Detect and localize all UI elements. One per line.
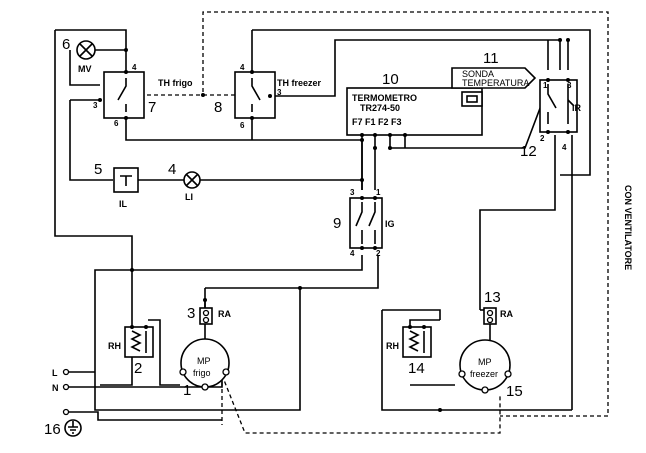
il-label: IL bbox=[119, 199, 128, 209]
th-freezer-pin-right: 3 bbox=[277, 88, 282, 97]
ig-number: 9 bbox=[333, 215, 341, 232]
thermometer-pins: F7 F1 F2 F3 bbox=[352, 117, 402, 127]
th-frigo-switch: 4 3 6 7 TH frigo bbox=[93, 63, 193, 128]
rh-frigo-label: RH bbox=[108, 341, 121, 351]
th-freezer-switch: 4 3 6 8 TH freezer bbox=[214, 63, 322, 130]
ra-freezer: 13 RA bbox=[483, 289, 513, 325]
li-label: LI bbox=[185, 192, 193, 202]
li-lamp: 4 LI bbox=[168, 161, 201, 202]
rh-freezer-label: RH bbox=[386, 341, 399, 351]
ra-freezer-label: RA bbox=[500, 309, 513, 319]
ig-pin-tr: 1 bbox=[376, 188, 381, 197]
th-freezer-pin-top: 4 bbox=[240, 63, 245, 72]
ig-label: IG bbox=[385, 219, 395, 229]
ground-terminal: 16 bbox=[44, 419, 82, 438]
temperature-probe: 11 SONDA TEMPERATURA bbox=[451, 50, 537, 107]
th-frigo-number: 7 bbox=[148, 99, 156, 116]
ir-pin-tr: 3 bbox=[567, 81, 572, 90]
th-freezer-pin-bottom: 6 bbox=[240, 121, 245, 130]
ground-number: 16 bbox=[44, 421, 61, 438]
ig-pin-bl: 4 bbox=[350, 249, 355, 258]
supply-line-label: L bbox=[52, 368, 58, 378]
thermometer-unit: 10 TERMOMETRO TR274-50 F7 F1 F2 F3 bbox=[346, 71, 483, 137]
thermometer-number: 10 bbox=[382, 71, 399, 88]
il-switch: 5 IL bbox=[94, 161, 139, 209]
th-frigo-pin-left: 3 bbox=[93, 101, 98, 110]
thermometer-model: TR274-50 bbox=[360, 103, 400, 113]
ra-frigo-label: RA bbox=[218, 309, 231, 319]
mp-frigo-motor: MP frigo 1 bbox=[179, 324, 230, 399]
ir-pin-br: 4 bbox=[562, 143, 567, 152]
supply-terminals: L N bbox=[52, 368, 70, 416]
rh-freezer: RH 14 bbox=[386, 319, 440, 377]
ir-pin-bl: 2 bbox=[540, 134, 545, 143]
ig-pin-tl: 3 bbox=[350, 188, 355, 197]
mp-freezer-motor: MP freezer 15 bbox=[458, 324, 523, 400]
ir-pin-tl: 1 bbox=[543, 81, 548, 90]
mp-freezer-label-1: MP bbox=[478, 357, 492, 367]
ra-frigo: 3 RA bbox=[187, 300, 231, 325]
rh-frigo: RH 2 bbox=[108, 325, 154, 377]
ir-label: IR bbox=[572, 103, 582, 113]
probe-label-2: TEMPERATURA bbox=[462, 78, 529, 88]
th-freezer-label: TH freezer bbox=[277, 78, 322, 88]
rh-frigo-number: 2 bbox=[134, 360, 142, 377]
thermometer-title: TERMOMETRO bbox=[352, 93, 417, 103]
junction-dots bbox=[124, 38, 570, 412]
mp-frigo-label-2: frigo bbox=[193, 368, 211, 378]
mp-freezer-number: 15 bbox=[506, 383, 523, 400]
ra-freezer-number: 13 bbox=[484, 289, 501, 306]
probe-number: 11 bbox=[483, 50, 499, 67]
th-frigo-pin-bottom: 6 bbox=[114, 119, 119, 128]
ig-pin-br: 2 bbox=[376, 249, 381, 258]
mv-lamp: 6 MV bbox=[62, 36, 96, 74]
mp-freezer-label-2: freezer bbox=[470, 369, 498, 379]
solid-wires bbox=[54, 29, 591, 421]
ra-frigo-number: 3 bbox=[187, 305, 195, 322]
th-frigo-label: TH frigo bbox=[158, 78, 193, 88]
fan-side-label: CON VENTILATORE bbox=[623, 185, 633, 270]
mv-number: 6 bbox=[62, 36, 70, 53]
th-freezer-number: 8 bbox=[214, 99, 222, 116]
ir-number: 12 bbox=[520, 143, 537, 160]
rh-freezer-number: 14 bbox=[408, 360, 425, 377]
th-frigo-pin-top: 4 bbox=[132, 63, 137, 72]
li-number: 4 bbox=[168, 161, 176, 178]
mp-frigo-label-1: MP bbox=[197, 356, 211, 366]
ir-relay: 1 3 2 4 IR 12 bbox=[520, 78, 582, 160]
mv-label: MV bbox=[78, 64, 92, 74]
il-number: 5 bbox=[94, 161, 102, 178]
probe-label-1: SONDA bbox=[462, 69, 494, 79]
supply-neutral-label: N bbox=[52, 383, 59, 393]
ig-switch: 3 1 4 2 IG 9 bbox=[333, 188, 395, 258]
mp-frigo-number: 1 bbox=[183, 382, 191, 399]
